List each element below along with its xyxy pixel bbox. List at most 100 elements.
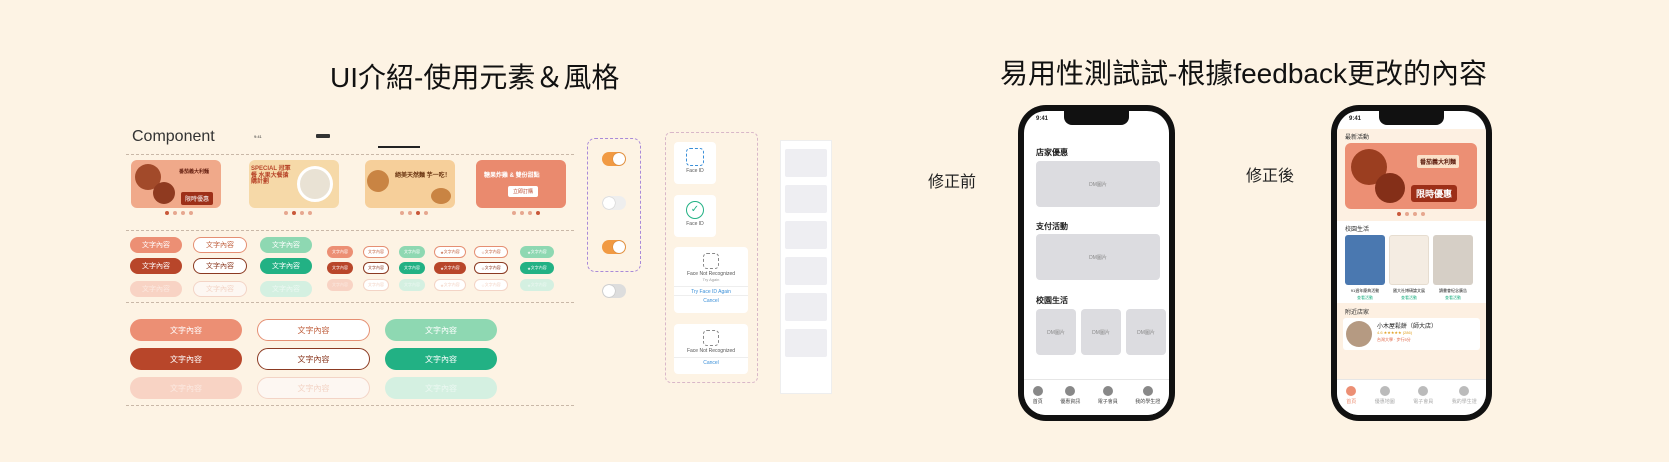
faceid-error-card: Face Not Recognized Try Again Try Face I… bbox=[674, 247, 748, 313]
tag-pill-icon[interactable]: ☆文字內容 bbox=[474, 246, 508, 258]
banner-noodle[interactable]: 絕美天然麵 芋一吃！ bbox=[365, 160, 455, 208]
dm-image-placeholder[interactable]: DM圖片 bbox=[1081, 309, 1121, 355]
large-outline-rust[interactable]: 文字內容 bbox=[257, 348, 370, 370]
large-button-rust[interactable]: 文字內容 bbox=[130, 348, 242, 370]
tag-pill-icon[interactable]: ★文字內容 bbox=[520, 246, 554, 258]
pill-button-disabled: 文字內容 bbox=[130, 281, 182, 297]
home-icon bbox=[1032, 386, 1043, 396]
faceid-group-frame bbox=[665, 132, 758, 383]
toggle-switch-on[interactable] bbox=[602, 152, 626, 166]
star-icon: ☆ bbox=[481, 265, 485, 271]
home-icon bbox=[1346, 386, 1357, 396]
tab-offers-map[interactable]: 優惠地圖 bbox=[1375, 380, 1395, 415]
banner-chicken[interactable]: 糖果炸雞 & 雙份甜點 立即訂購 bbox=[476, 160, 566, 208]
alert-sample bbox=[785, 293, 827, 321]
campus-card-image[interactable] bbox=[1433, 235, 1473, 285]
alert-sample bbox=[785, 185, 827, 213]
star-icon: ★ bbox=[527, 265, 531, 271]
tag-pill[interactable]: 文字內容 bbox=[399, 246, 425, 258]
pill-outline-rust[interactable]: 文字內容 bbox=[193, 258, 247, 274]
star-icon: ★ bbox=[440, 282, 444, 288]
shop-name: 小木屋鬆餅（師大店） bbox=[1377, 324, 1438, 330]
tab-student-id[interactable]: 我的學生證 bbox=[1135, 380, 1160, 415]
tab-membership[interactable]: 電子會員 bbox=[1098, 380, 1118, 415]
cancel-button[interactable]: Cancel bbox=[674, 357, 748, 366]
star-icon: ☆ bbox=[481, 249, 485, 255]
star-icon: ★ bbox=[527, 249, 531, 255]
tag-pill[interactable]: 文字內容 bbox=[399, 262, 425, 274]
tag-pill[interactable]: 文字內容 bbox=[327, 246, 353, 258]
tab-membership[interactable]: 電子會員 bbox=[1413, 380, 1433, 415]
tab-home[interactable]: 首頁 bbox=[1032, 380, 1043, 415]
divider bbox=[126, 154, 574, 155]
tag-pill[interactable]: 文字內容 bbox=[327, 262, 353, 274]
carousel-dots bbox=[165, 211, 193, 215]
large-outline-disabled: 文字內容 bbox=[257, 377, 370, 399]
pill-button-rust[interactable]: 文字內容 bbox=[130, 258, 182, 274]
tag-pill-icon[interactable]: ☆文字內容 bbox=[474, 262, 508, 274]
try-faceid-again-button[interactable]: Try Face ID Again bbox=[674, 286, 748, 295]
carousel-dots bbox=[400, 211, 428, 215]
tag-pill-outline[interactable]: 文字內容 bbox=[363, 262, 389, 274]
large-button-salmon[interactable]: 文字內容 bbox=[130, 319, 242, 341]
toggle-switch-off[interactable] bbox=[602, 196, 626, 210]
faceid-error-card: Face Not Recognized Cancel bbox=[674, 324, 748, 374]
tag-pill-icon[interactable]: ★文字內容 bbox=[434, 262, 466, 274]
student-id-icon bbox=[1142, 386, 1153, 396]
pill-button-mint[interactable]: 文字內容 bbox=[260, 237, 312, 253]
dish-icon bbox=[297, 166, 333, 202]
divider bbox=[126, 230, 574, 231]
tag-pill-icon: ★文字內容 bbox=[520, 279, 554, 291]
mini-status-icons bbox=[316, 134, 330, 138]
campus-card-link[interactable]: 查看活動 bbox=[1357, 295, 1373, 300]
tag-pill-icon[interactable]: ★文字內容 bbox=[520, 262, 554, 274]
tag-pill: 文字內容 bbox=[327, 279, 353, 291]
dm-image-placeholder[interactable]: DM圖片 bbox=[1036, 309, 1076, 355]
campus-card-link[interactable]: 查看活動 bbox=[1401, 295, 1417, 300]
banner-badge: 限時優惠 bbox=[1411, 185, 1458, 202]
campus-card-title: 國大社博碩論文展 bbox=[1393, 288, 1425, 293]
large-button-mint[interactable]: 文字內容 bbox=[385, 319, 497, 341]
tag-pill-icon[interactable]: ★文字內容 bbox=[434, 246, 466, 258]
pill-outline-salmon[interactable]: 文字內容 bbox=[193, 237, 247, 253]
status-time: 9:41 bbox=[1349, 116, 1362, 122]
campus-card-link[interactable]: 查看活動 bbox=[1445, 295, 1461, 300]
pasta-plate-icon bbox=[1375, 173, 1405, 203]
phone-before: 9:41 店家優惠 DM圖片 支付活動 DM圖片 校園生活 DM圖片 DM圖片 … bbox=[1018, 105, 1175, 421]
banner-order-button[interactable]: 立即訂購 bbox=[508, 186, 539, 197]
tab-bar: 首頁 優惠地圖 電子會員 我的學生證 bbox=[1337, 379, 1486, 415]
pill-button-disabled: 文字內容 bbox=[260, 281, 312, 297]
dm-image-placeholder[interactable]: DM圖片 bbox=[1126, 309, 1166, 355]
shop-card[interactable]: 小木屋鬆餅（師大店） 4.6 ★★★★★ (286) 台灣大學 · 步行5分 bbox=[1343, 318, 1480, 350]
phone-notch bbox=[1064, 111, 1129, 125]
toggle-switch-off[interactable] bbox=[602, 284, 626, 298]
pill-button-salmon[interactable]: 文字內容 bbox=[130, 237, 182, 253]
tag-pill: 文字內容 bbox=[399, 279, 425, 291]
tab-offers[interactable]: 優惠資訊 bbox=[1060, 380, 1080, 415]
section-title-latest: 最新活動 bbox=[1345, 135, 1370, 141]
dm-image-placeholder[interactable]: DM圖片 bbox=[1036, 161, 1160, 207]
left-title: UI介紹-使用元素＆風格 bbox=[330, 62, 620, 93]
component-label: Component bbox=[132, 128, 215, 145]
campus-card-image[interactable] bbox=[1389, 235, 1429, 285]
star-icon: ★ bbox=[440, 265, 444, 271]
tab-student-id[interactable]: 我的學生證 bbox=[1452, 380, 1477, 415]
faceid-error-text: Face Not Recognized bbox=[686, 348, 736, 354]
section-title-nearby: 附近店家 bbox=[1345, 310, 1370, 316]
cancel-button[interactable]: Cancel bbox=[674, 295, 748, 304]
shop-address: 台灣大學 · 步行5分 bbox=[1377, 337, 1411, 342]
banner-special[interactable]: SPECIAL 冠軍餐 水果大餐搶購計劃 bbox=[249, 160, 339, 208]
tag-pill-outline[interactable]: 文字內容 bbox=[363, 246, 389, 258]
toggle-switch-on[interactable] bbox=[602, 240, 626, 254]
dm-image-placeholder[interactable]: DM圖片 bbox=[1036, 234, 1160, 280]
alert-sample bbox=[785, 257, 827, 285]
large-outline-salmon[interactable]: 文字內容 bbox=[257, 319, 370, 341]
banner-pasta[interactable]: 番茄義大利麵 限時優惠 bbox=[131, 160, 221, 208]
tab-home[interactable]: 首頁 bbox=[1346, 380, 1356, 415]
large-button-teal[interactable]: 文字內容 bbox=[385, 348, 497, 370]
campus-card-image[interactable] bbox=[1345, 235, 1385, 285]
latest-banner[interactable]: 番茄義大利麵 限時優惠 bbox=[1345, 143, 1477, 209]
pill-button-teal[interactable]: 文字內容 bbox=[260, 258, 312, 274]
faceid-icon bbox=[703, 253, 719, 269]
tab-bar: 首頁 優惠資訊 電子會員 我的學生證 bbox=[1024, 379, 1169, 415]
